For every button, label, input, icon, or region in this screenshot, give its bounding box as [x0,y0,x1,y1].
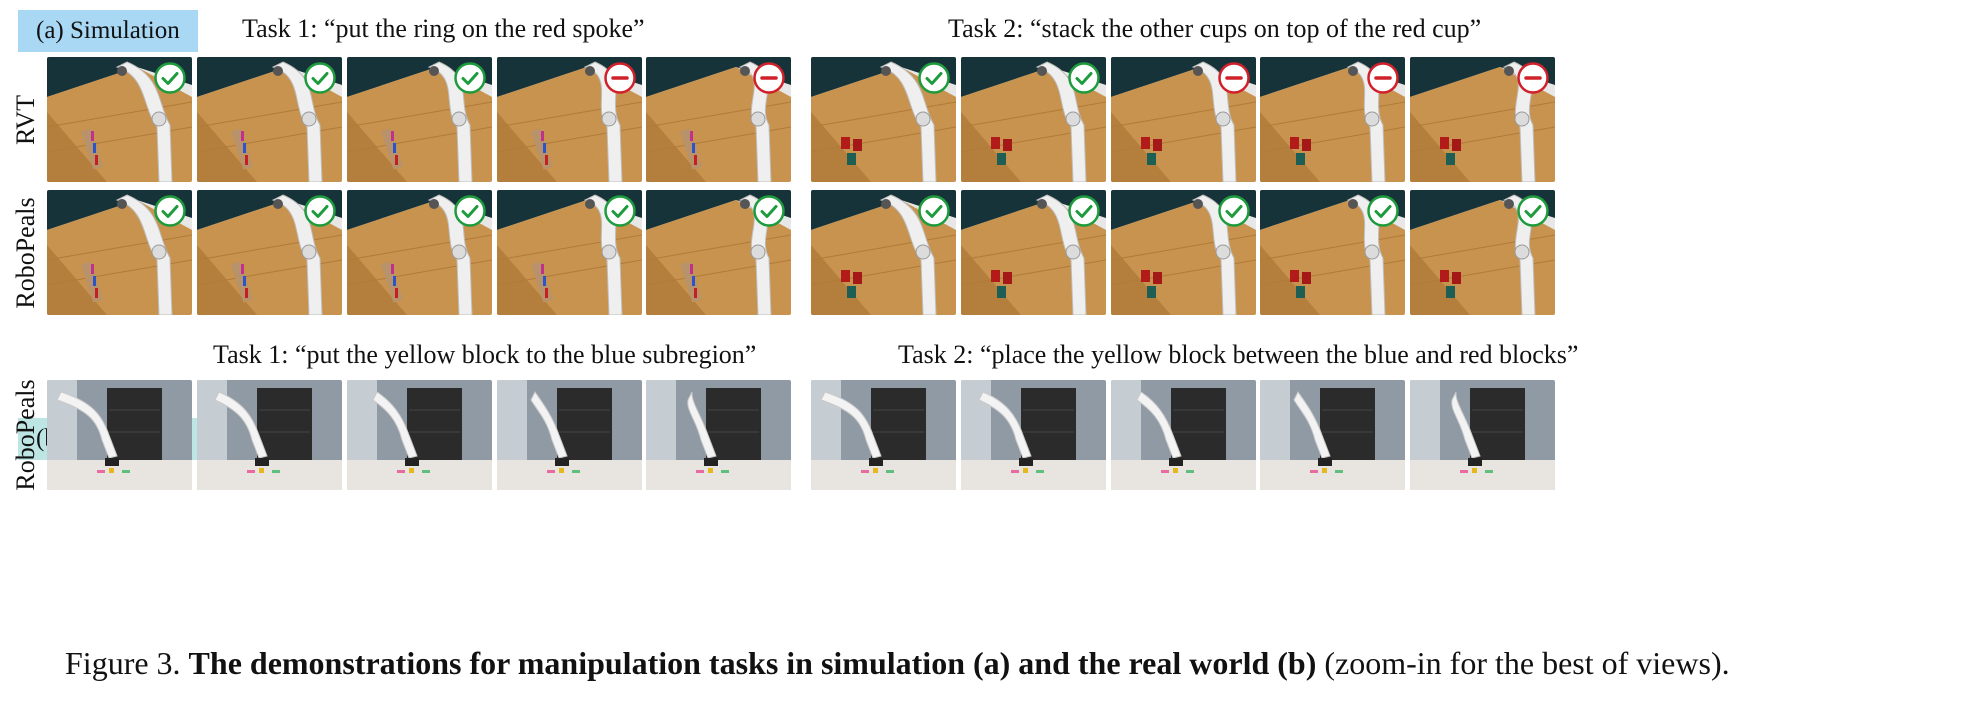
success-check-icon [1517,195,1549,227]
frame-rvt-task1-4 [497,57,642,182]
frame-rvt-task2-2 [961,57,1106,182]
caption-prefix: Figure 3. [65,645,189,681]
frame-roboppeals-sim-task2-1 [811,190,956,315]
frame-roboppeals-sim-task1-5 [646,190,791,315]
frame-roboppeals-sim-task2-4 [1260,190,1405,315]
frame-rvt-task2-1 [811,57,956,182]
success-check-icon [154,195,186,227]
frame-roboppeals-sim-task2-5 [1410,190,1555,315]
failure-minus-icon [1218,62,1250,94]
success-check-icon [1367,195,1399,227]
frame-rvt-task1-5 [646,57,791,182]
frame-real-task1-4 [497,380,642,490]
caption-bold-b: (a) and the real world (b) [972,645,1317,681]
frame-real-task1-1 [47,380,192,490]
frame-roboppeals-sim-task2-2 [961,190,1106,315]
section-label-simulation: (a) Simulation [18,10,198,52]
frame-roboppeals-sim-task2-3 [1111,190,1256,315]
frame-roboppeals-sim-task1-2 [197,190,342,315]
success-check-icon [1068,62,1100,94]
frame-rvt-task2-4 [1260,57,1405,182]
success-check-icon [1218,195,1250,227]
frame-real-task1-5 [646,380,791,490]
caption-bold-a: The demonstrations for manipulation task… [188,645,973,681]
frame-rvt-task1-2 [197,57,342,182]
real-task1-title: Task 1: “put the yellow block to the blu… [213,340,757,369]
frame-roboppeals-sim-task1-4 [497,190,642,315]
success-check-icon [1068,195,1100,227]
caption-rest: (zoom-in for the best of views). [1316,645,1730,681]
frame-rvt-task2-5 [1410,57,1555,182]
failure-minus-icon [604,62,636,94]
row-label-roboppeals-real: RoboPeals [11,379,40,491]
success-check-icon [454,195,486,227]
row-label-rvt: RVT [11,95,40,145]
frame-rvt-task1-3 [347,57,492,182]
real-task2-title: Task 2: “place the yellow block between … [898,340,1579,369]
frame-real-task2-2 [961,380,1106,490]
frame-roboppeals-sim-task1-3 [347,190,492,315]
success-check-icon [154,62,186,94]
success-check-icon [918,62,950,94]
sim-task2-title: Task 2: “stack the other cups on top of … [948,14,1482,43]
success-check-icon [604,195,636,227]
success-check-icon [454,62,486,94]
figure-caption: Figure 3. The demonstrations for manipul… [65,645,1730,682]
sim-task1-title: Task 1: “put the ring on the red spoke” [242,14,645,43]
frame-real-task2-5 [1410,380,1555,490]
success-check-icon [304,195,336,227]
failure-minus-icon [753,62,785,94]
frame-real-task1-3 [347,380,492,490]
frame-real-task2-1 [811,380,956,490]
frame-real-task1-2 [197,380,342,490]
frame-rvt-task2-3 [1111,57,1256,182]
success-check-icon [304,62,336,94]
success-check-icon [918,195,950,227]
frame-roboppeals-sim-task1-1 [47,190,192,315]
failure-minus-icon [1367,62,1399,94]
frame-rvt-task1-1 [47,57,192,182]
frame-real-task2-4 [1260,380,1405,490]
failure-minus-icon [1517,62,1549,94]
row-label-roboppeals-sim: RoboPeals [11,197,40,309]
success-check-icon [753,195,785,227]
frame-real-task2-3 [1111,380,1256,490]
